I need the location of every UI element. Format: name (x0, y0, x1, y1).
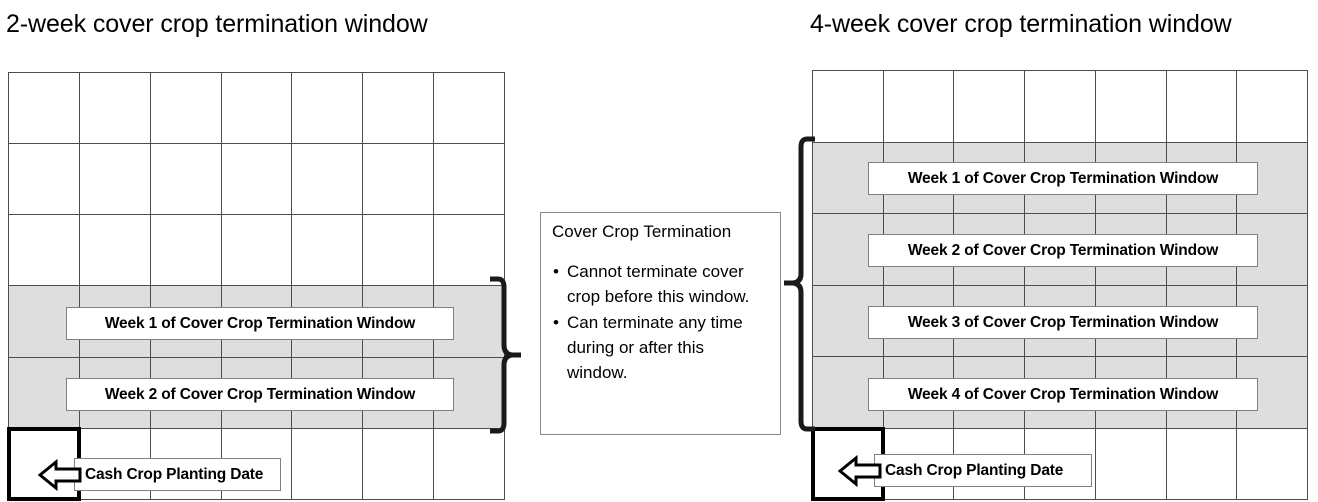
left-day-cell (79, 144, 150, 215)
left-arrow-icon (37, 458, 82, 492)
left-day-cell (292, 428, 363, 499)
right-week-1-label: Week 1 of Cover Crop Termination Window (868, 162, 1258, 195)
callout-bullet-2: Can terminate any time during or after t… (552, 310, 769, 385)
left-day-cell (434, 428, 504, 499)
left-day-cell (292, 215, 363, 286)
callout-title: Cover Crop Termination (552, 222, 732, 241)
right-week-4-label: Week 4 of Cover Crop Termination Window (868, 378, 1258, 411)
left-day-cell (150, 144, 221, 215)
curly-brace-right-icon (488, 276, 522, 434)
left-cash-crop-planting-label: Cash Crop Planting Date (74, 458, 281, 491)
right-day-cell (954, 71, 1025, 142)
right-day-cell (1166, 428, 1237, 499)
right-day-cell (1025, 71, 1095, 142)
left-day-cell (434, 73, 504, 144)
right-week-3-label: Week 3 of Cover Crop Termination Window (868, 306, 1258, 339)
cover-crop-termination-callout: Cover Crop Termination Cannot terminate … (540, 212, 781, 435)
left-day-cell (363, 215, 434, 286)
left-calendar-grid (7, 72, 505, 502)
left-day-cell (363, 428, 434, 499)
left-day-cell (434, 144, 504, 215)
right-arrow-icon (837, 454, 882, 488)
right-day-cell (813, 71, 883, 142)
left-day-cell (79, 73, 150, 144)
left-week-2-label: Week 2 of Cover Crop Termination Window (66, 378, 454, 411)
left-day-cell (150, 215, 221, 286)
right-day-cell (1237, 71, 1307, 142)
right-day-cell (1095, 71, 1166, 142)
left-day-cell (150, 73, 221, 144)
right-week-2-label: Week 2 of Cover Crop Termination Window (868, 234, 1258, 267)
left-day-cell (9, 144, 79, 215)
left-day-cell (221, 144, 292, 215)
left-day-cell (221, 73, 292, 144)
right-cash-crop-planting-label: Cash Crop Planting Date (874, 454, 1092, 487)
curly-brace-left-icon (783, 136, 817, 432)
left-day-cell (292, 144, 363, 215)
left-panel-title: 2-week cover crop termination window (6, 10, 428, 38)
left-day-cell (434, 215, 504, 286)
left-week-1-label: Week 1 of Cover Crop Termination Window (66, 307, 454, 340)
callout-bullet-1: Cannot terminate cover crop before this … (552, 259, 769, 309)
right-calendar-grid (811, 70, 1308, 501)
right-day-cell (883, 71, 954, 142)
left-day-cell (363, 73, 434, 144)
left-day-cell (292, 73, 363, 144)
right-day-cell (1095, 428, 1166, 499)
right-day-cell (1237, 428, 1307, 499)
left-day-cell (79, 215, 150, 286)
right-day-cell (1166, 71, 1237, 142)
left-day-cell (9, 215, 79, 286)
left-day-cell (363, 144, 434, 215)
right-panel-title: 4-week cover crop termination window (810, 10, 1232, 38)
callout-bullet-list: Cannot terminate cover crop before this … (552, 259, 769, 385)
left-day-cell (221, 215, 292, 286)
left-day-cell (9, 73, 79, 144)
